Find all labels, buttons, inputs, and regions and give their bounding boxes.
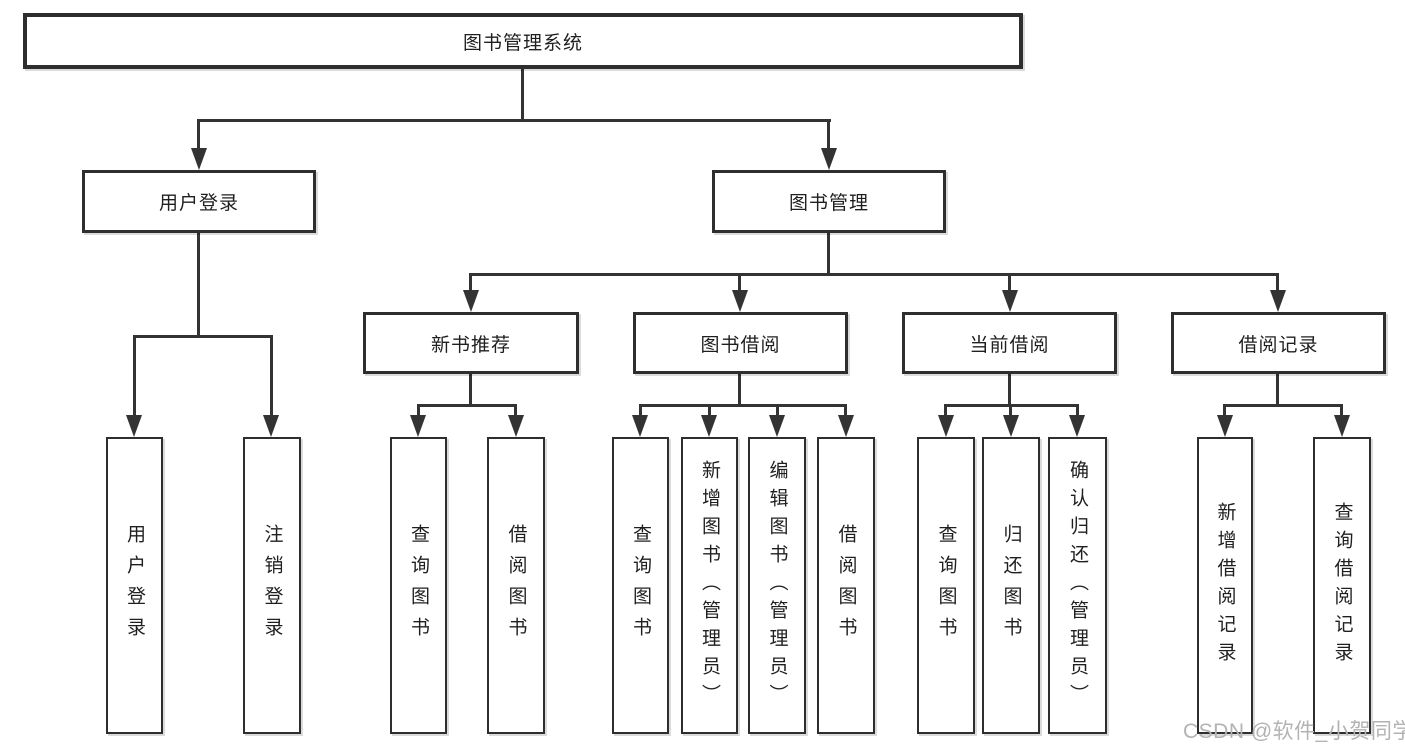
connector-level3-drop	[1008, 273, 1011, 292]
connector-leaf-drop	[417, 404, 420, 417]
node-user-login: 用户登录	[82, 170, 316, 233]
leaf-nbr-query-books: 查询图书	[390, 437, 447, 734]
connector-borrow-records-rail	[1223, 404, 1342, 407]
arrowhead-current-borrow	[1002, 290, 1018, 312]
arrowhead-leaf	[938, 415, 954, 437]
leaf-cb-return-books: 归还图书	[982, 437, 1040, 734]
arrowhead-borrow-records	[1270, 290, 1286, 312]
connector-leaf-drop	[708, 404, 711, 417]
arrowhead-leaf	[508, 415, 524, 437]
arrowhead-book-borrow	[732, 290, 748, 312]
connector-current-borrow-stem	[1008, 373, 1011, 407]
node-current-borrow: 当前借阅	[902, 312, 1117, 374]
arrowhead-leaf	[126, 415, 142, 437]
leaf-br-add-record: 新增借阅记录	[1197, 437, 1253, 734]
connector-book-borrow-rail	[639, 404, 847, 407]
connector-leaf-drop	[776, 404, 779, 417]
connector-leaf-drop	[844, 404, 847, 417]
leaf-bb-query-books: 查询图书	[612, 437, 669, 734]
arrowhead-leaf	[1334, 415, 1350, 437]
leaf-cb-query-books: 查询图书	[917, 437, 975, 734]
arrowhead-leaf	[838, 415, 854, 437]
connector-user-login-drop	[197, 119, 200, 151]
connector-leaf-drop	[1009, 404, 1012, 417]
connector-leaf-drop	[1223, 404, 1226, 417]
arrowhead-new-book-rec	[463, 290, 479, 312]
csdn-watermark: CSDN @软件_小贺同学	[1183, 720, 1405, 743]
connector-user-login-rail	[133, 335, 273, 338]
leaf-bb-edit-books-admin: 编辑图书（管理员）	[748, 437, 806, 734]
node-root: 图书管理系统	[23, 13, 1023, 69]
leaf-nbr-borrow-books: 借阅图书	[487, 437, 545, 734]
connector-user-login-stem	[197, 231, 200, 337]
connector-level3-rail	[469, 273, 1279, 276]
connector-book-mgmt-stem	[827, 231, 830, 275]
arrowhead-leaf	[410, 415, 426, 437]
node-borrow-records: 借阅记录	[1171, 312, 1386, 374]
node-book-borrow: 图书借阅	[633, 312, 848, 374]
arrowhead-user-login	[191, 148, 207, 170]
leaf-bb-add-books-admin: 新增图书（管理员）	[681, 437, 738, 734]
connector-leaf-drop	[944, 404, 947, 417]
arrowhead-leaf	[1069, 415, 1085, 437]
connector-book-borrow-stem	[738, 373, 741, 407]
arrowhead-leaf	[263, 415, 279, 437]
connector-new-book-rec-rail	[417, 404, 516, 407]
connector-level2-rail	[197, 119, 831, 122]
connector-book-mgmt-drop	[827, 119, 830, 151]
arrowhead-leaf	[769, 415, 785, 437]
node-new-book-recommend: 新书推荐	[363, 312, 579, 374]
connector-root-stem	[521, 67, 524, 121]
leaf-user-login: 用户登录	[106, 437, 163, 734]
arrowhead-leaf	[632, 415, 648, 437]
leaf-logout: 注销登录	[243, 437, 301, 734]
connector-leaf-drop	[514, 404, 517, 417]
leaf-cb-confirm-return-admin: 确认归还（管理员）	[1048, 437, 1107, 734]
connector-borrow-records-stem	[1276, 373, 1279, 407]
arrowhead-leaf	[1003, 415, 1019, 437]
connector-leaf-drop	[639, 404, 642, 417]
connector-leaf-drop	[133, 335, 136, 417]
connector-level3-drop	[738, 273, 741, 292]
leaf-br-query-record: 查询借阅记录	[1313, 437, 1371, 734]
connector-level3-drop	[1276, 273, 1279, 292]
connector-leaf-drop	[270, 335, 273, 417]
arrowhead-book-mgmt	[821, 148, 837, 170]
connector-leaf-drop	[1340, 404, 1343, 417]
connector-leaf-drop	[1076, 404, 1079, 417]
node-book-management: 图书管理	[712, 170, 946, 233]
connector-level3-drop	[469, 273, 472, 292]
arrowhead-leaf	[1217, 415, 1233, 437]
leaf-bb-borrow-books: 借阅图书	[817, 437, 875, 734]
connector-new-book-rec-stem	[469, 373, 472, 407]
arrowhead-leaf	[701, 415, 717, 437]
